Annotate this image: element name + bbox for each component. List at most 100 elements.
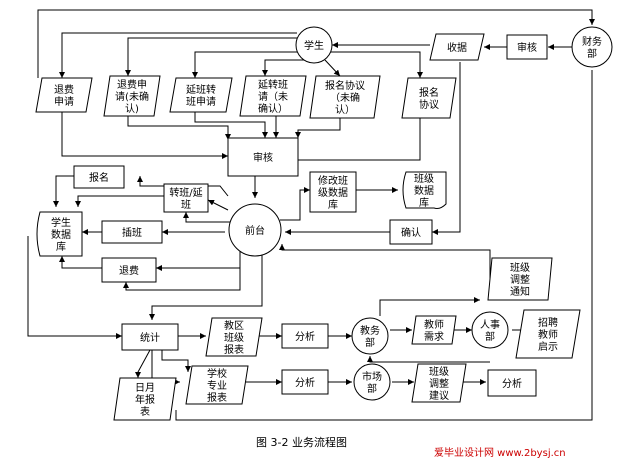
node-label-signup-unconfirmed: 报名协议	[325, 79, 365, 92]
node-label-adjust-notice: 班级	[510, 262, 530, 274]
node-label-refund-request: 申请	[54, 95, 74, 108]
review-top-node	[506, 34, 548, 60]
node-label-review-top: 审核	[517, 41, 537, 54]
node-label-student-db: 库	[56, 240, 66, 253]
node-label-student: 学生	[304, 39, 324, 52]
node-label-review-mid: 审核	[253, 151, 273, 164]
node-label-transfer-unconfirmed: 确认）	[258, 102, 288, 115]
node-label-signup-unconfirmed: （未确	[330, 91, 360, 104]
student-node	[295, 26, 333, 64]
node-label-teacher-demand: 需求	[424, 331, 444, 343]
node-label-finance: 财务	[582, 35, 602, 48]
node-label-student-db: 学生	[51, 216, 71, 229]
node-label-school-report: 报表	[207, 391, 227, 404]
node-label-recruit: 教师	[538, 328, 558, 341]
node-label-student-db: 数据	[51, 228, 71, 241]
node-label-modify-db: 修改班	[318, 174, 348, 187]
district-report-node	[205, 317, 263, 357]
insert-class-node	[101, 220, 163, 244]
transfer-request-node	[169, 77, 233, 113]
modify-db-node	[309, 171, 357, 213]
node-label-daily-report: 年报	[135, 393, 155, 406]
node-label-transfer-unconfirmed: 延转班	[258, 78, 288, 91]
node-label-district-report: 报表	[224, 343, 244, 356]
node-label-signup-unconfirmed: 认）	[335, 103, 355, 116]
node-label-district-report: 班级	[224, 332, 244, 344]
node-label-transfer-unconfirmed: 请（未	[258, 90, 288, 103]
node-label-recruit: 启示	[538, 340, 558, 353]
transfer-unconfirmed-node	[239, 75, 307, 117]
node-label-transfer: 班	[181, 199, 191, 211]
node-label-daily-report: 表	[140, 405, 150, 418]
node-label-district-report: 教区	[224, 319, 244, 332]
node-label-modify-db: 级数据	[318, 186, 348, 199]
node-labels: 财务部审核收据学生退费申请退费申请(未确认)延班转班申请延转班请（未确认）报名协…	[51, 35, 602, 418]
review-mid-node	[227, 137, 299, 177]
refund-application-node	[103, 75, 161, 117]
node-label-market: 部	[367, 382, 377, 395]
node-label-signup-agreement: 协议	[419, 98, 439, 111]
node-label-refund: 退费	[119, 264, 139, 277]
node-label-front-desk: 前台	[245, 224, 265, 237]
hr-node	[471, 311, 509, 349]
watermark: 爱毕业设计网 www.2bysj.cn	[434, 446, 566, 459]
student-db-node	[36, 211, 83, 257]
teacher-demand-node	[411, 315, 457, 345]
node-label-teacher-demand: 教师	[424, 318, 444, 331]
academic-node	[351, 317, 389, 355]
receipt-node	[429, 33, 485, 61]
analysis1-node	[281, 323, 329, 349]
node-label-adjust-notice: 调整	[510, 273, 530, 286]
node-label-class-db: 班级	[414, 173, 434, 185]
school-report-node	[185, 365, 249, 405]
connectors	[27, 9, 595, 421]
front-desk-node	[228, 203, 282, 257]
node-label-hr: 部	[485, 330, 495, 343]
node-label-academic: 教务	[360, 324, 380, 337]
node-label-hr: 人事	[480, 318, 500, 331]
node-label-signup: 报名	[89, 171, 109, 184]
node-label-refund-application: 认)	[125, 102, 139, 115]
node-label-adjust-suggest: 调整	[429, 377, 449, 390]
node-label-refund-application: 请(未确	[115, 90, 149, 103]
node-label-adjust-notice: 通知	[510, 285, 530, 298]
daily-report-node	[113, 377, 177, 421]
node-label-class-db: 数据	[414, 184, 434, 197]
analysis2-node	[281, 369, 329, 395]
node-label-adjust-suggest: 建议	[429, 389, 449, 402]
shapes	[35, 26, 613, 421]
node-label-signup-agreement: 报名	[419, 86, 439, 99]
node-label-refund-request: 退费	[54, 83, 74, 96]
stats-node	[121, 323, 179, 351]
node-label-transfer-request: 班申请	[186, 95, 216, 108]
node-label-collect: 收据	[447, 41, 467, 54]
node-label-class-db: 库	[419, 196, 429, 209]
market-node	[353, 363, 391, 401]
node-label-insert-class: 插班	[122, 226, 142, 239]
finance-node	[571, 26, 613, 68]
refund-request-node	[35, 77, 93, 113]
adjust-notice-node	[487, 257, 553, 301]
node-label-analysis3: 分析	[502, 377, 522, 390]
figure-caption: 图 3-2 业务流程图	[256, 435, 347, 449]
node-label-school-report: 学校	[207, 367, 227, 380]
recruit-node	[515, 309, 581, 359]
confirm-node	[389, 219, 433, 245]
node-label-refund-application: 退费申	[117, 78, 147, 91]
node-label-adjust-suggest: 班级	[429, 366, 449, 378]
node-label-analysis1: 分析	[295, 330, 315, 343]
node-label-stats: 统计	[140, 331, 160, 344]
node-label-confirm: 确认	[401, 226, 421, 239]
node-label-transfer-request: 延班转	[186, 83, 216, 96]
adjust-suggest-node	[411, 363, 467, 403]
node-label-analysis2: 分析	[295, 376, 315, 389]
node-label-market: 市场	[362, 370, 382, 383]
node-label-finance: 部	[587, 47, 597, 60]
node-label-recruit: 招聘	[538, 316, 558, 329]
node-label-modify-db: 库	[328, 198, 338, 211]
transfer-node	[163, 183, 209, 213]
node-label-school-report: 专业	[207, 379, 227, 392]
refund-node	[101, 257, 157, 283]
node-label-academic: 部	[365, 336, 375, 349]
